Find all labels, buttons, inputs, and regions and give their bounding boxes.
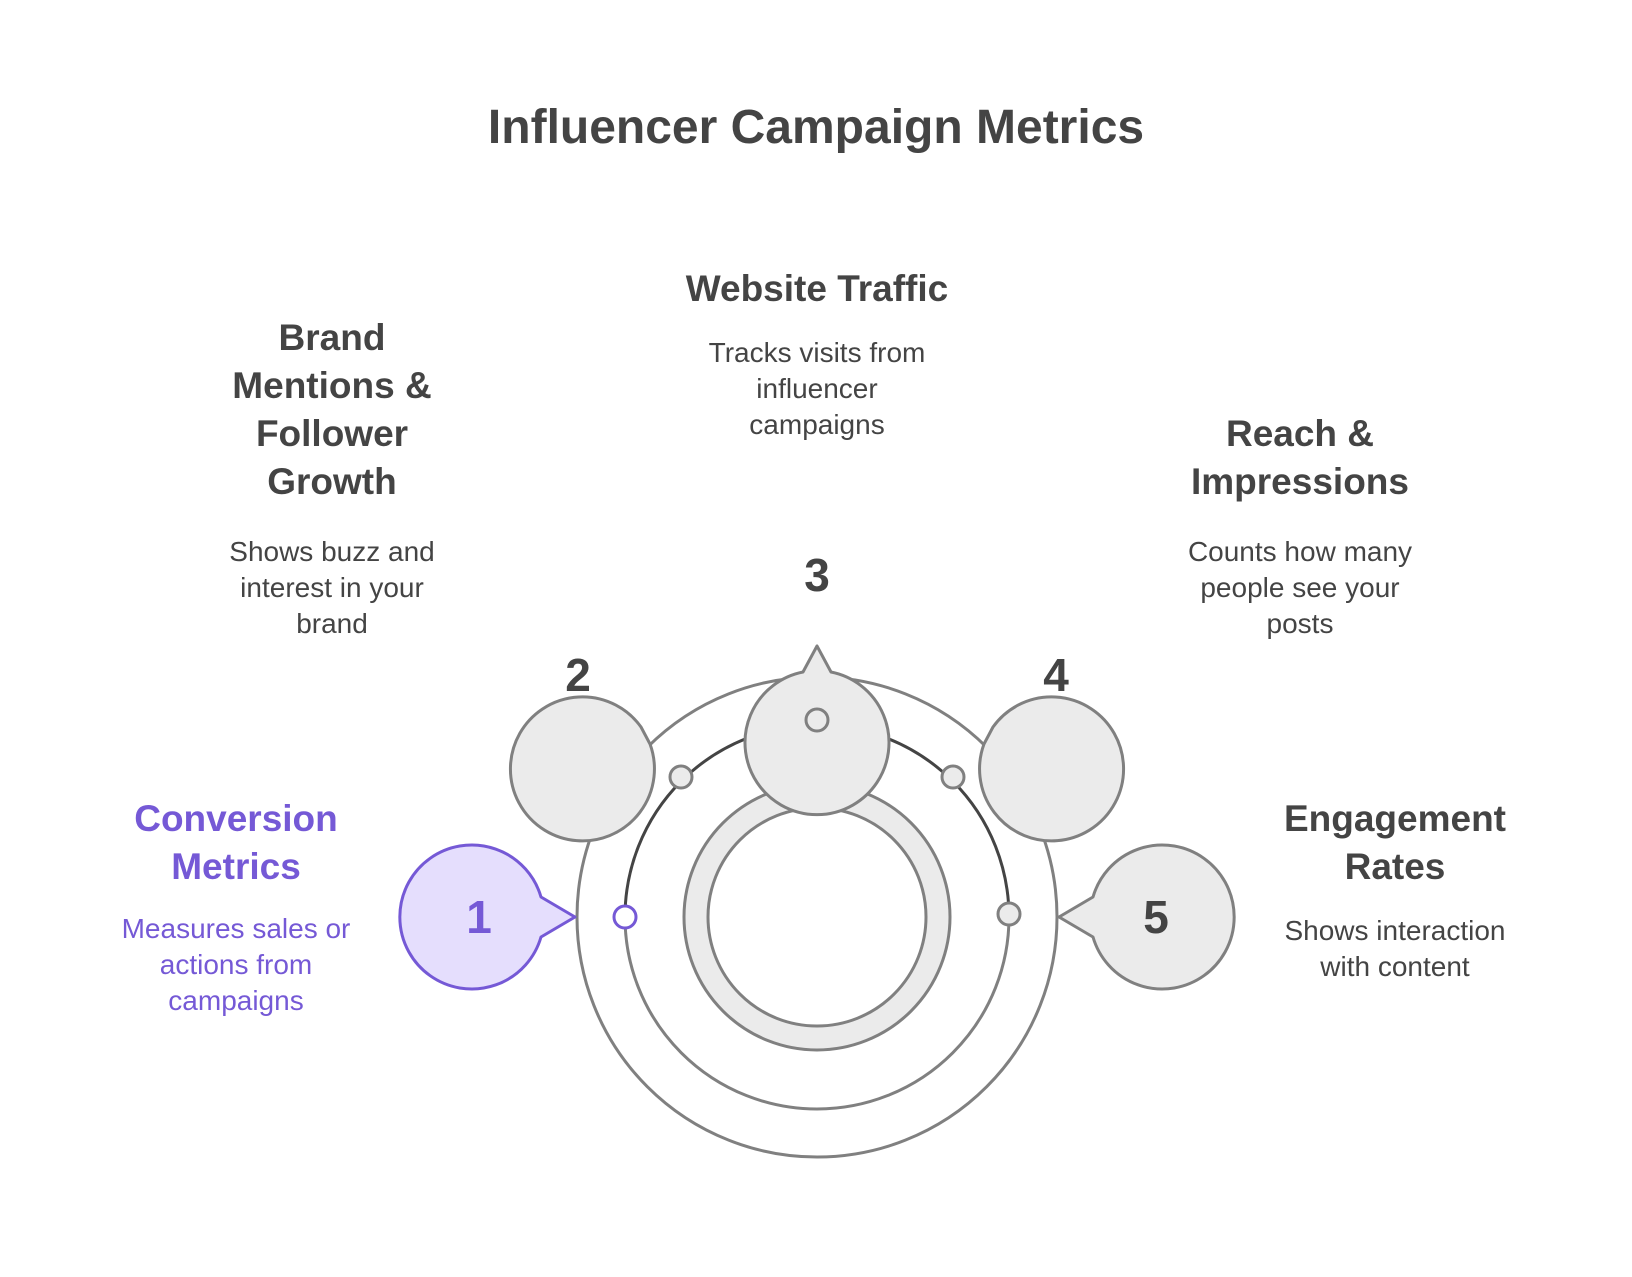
bubble-5[interactable]: 5 (1057, 843, 1236, 991)
item-reach-impressions: Reach & Impressions Counts how many peop… (1160, 410, 1440, 642)
item-5-description: Shows interaction with content (1284, 915, 1506, 982)
bubble-3-number: 3 (804, 549, 830, 601)
bubble-1[interactable]: 1 (398, 843, 577, 991)
item-1-title: Conversion Metrics (134, 798, 338, 887)
bubble-4-number: 4 (1043, 649, 1069, 701)
marker-4[interactable] (940, 764, 966, 790)
marker-3[interactable] (804, 707, 830, 733)
bubble-2-number: 2 (565, 649, 591, 701)
item-4-description: Counts how many people see your posts (1187, 536, 1413, 639)
item-2-description: Shows buzz and interest in your brand (229, 536, 435, 639)
bubble-2[interactable]: 2 (508, 649, 656, 843)
item-3-description: Tracks visits from influencer campaigns (708, 337, 926, 440)
bubble-5-number: 5 (1143, 891, 1169, 943)
inner-core (706, 806, 928, 1028)
middle-ring-lower (623, 916, 1011, 1111)
marker-5[interactable] (996, 901, 1022, 927)
item-3-title: Website Traffic (685, 268, 949, 309)
item-4-title: Reach & Impressions (1191, 413, 1409, 502)
bubble-4[interactable]: 4 (978, 649, 1126, 843)
marker-1[interactable] (612, 904, 638, 930)
page-title: Influencer Campaign Metrics (487, 101, 1145, 154)
marker-2[interactable] (668, 764, 694, 790)
item-5-title: Engagement Rates (1283, 798, 1507, 887)
item-conversion-metrics: Conversion Metrics Measures sales or act… (86, 795, 386, 1019)
bubble-1-number: 1 (466, 891, 492, 943)
item-website-traffic: Website Traffic Tracks visits from influ… (627, 265, 1007, 443)
item-2-title: Brand Mentions & Follower Growth (232, 317, 432, 502)
item-engagement-rates: Engagement Rates Shows interaction with … (1245, 795, 1545, 985)
item-brand-mentions: Brand Mentions & Follower Growth Shows b… (192, 314, 472, 642)
item-1-description: Measures sales or actions from campaigns (121, 913, 351, 1016)
